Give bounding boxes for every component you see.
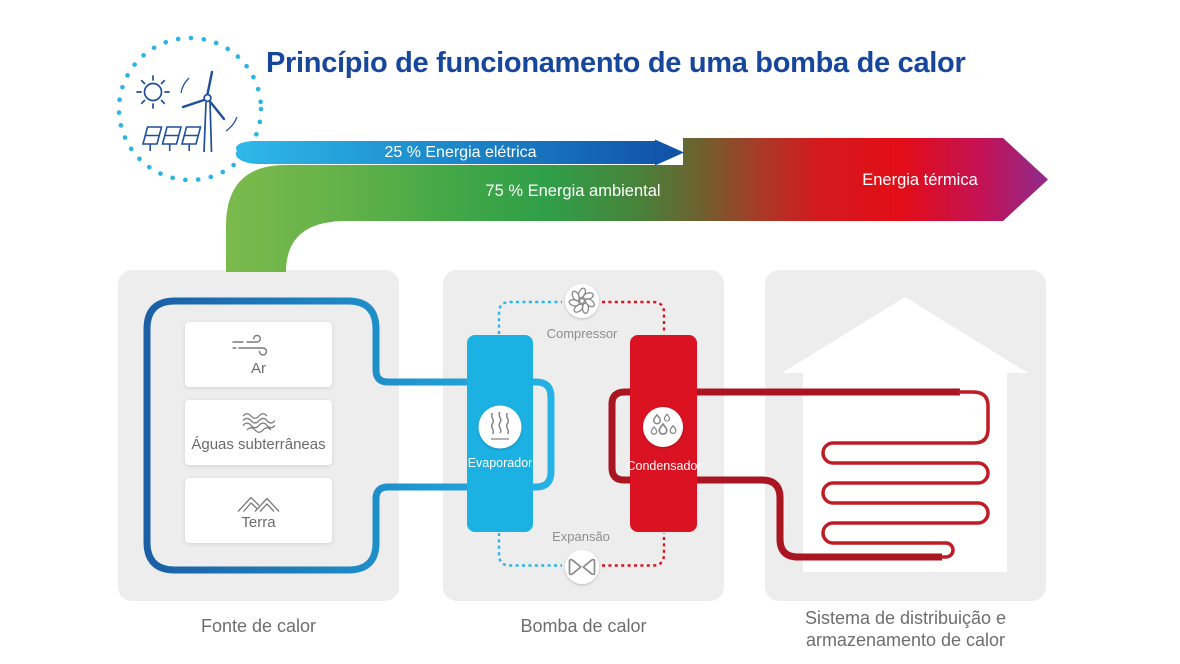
renewable-energy-icon [116, 35, 264, 183]
source-card-label: Águas subterrâneas [191, 436, 326, 453]
wind-turbine-icon [180, 70, 238, 153]
source-card-ground: Terra [185, 478, 332, 543]
expansion-label: Expansão [552, 529, 610, 544]
ambient-energy-label: 75 % Energia ambiental [485, 182, 661, 200]
heat-pump-caption: Bomba de calor [520, 616, 647, 636]
sun-icon [136, 75, 170, 109]
distribution-caption-line2: armazenamento de calor [805, 630, 1006, 650]
thermal-energy-label: Energia térmica [862, 171, 978, 189]
solar-panel-icon [141, 126, 202, 151]
distribution-panel [765, 270, 1046, 601]
source-card-label: Ar [251, 360, 266, 377]
condenser-label: Condensador [626, 459, 702, 473]
evaporator-label: Evaporador [467, 456, 533, 470]
source-card-label: Terra [241, 514, 276, 531]
heat-source-caption: Fonte de calor [200, 616, 317, 636]
distribution-caption: Sistema de distribuição e armazenamento … [765, 607, 1046, 651]
compressor-label: Compressor [546, 326, 618, 341]
wind-icon [231, 334, 267, 356]
source-card-air: Ar [185, 322, 332, 387]
page-title: Princípio de funcionamento de uma bomba … [266, 47, 966, 79]
distribution-caption-line1: Sistema de distribuição e [804, 608, 1007, 628]
waves-icon [242, 413, 275, 433]
mountain-icon [237, 496, 279, 512]
electric-energy-label: 25 % Energia elétrica [384, 144, 537, 161]
heat-pump-panel [443, 270, 724, 601]
source-card-groundwater: Águas subterrâneas [185, 400, 332, 465]
